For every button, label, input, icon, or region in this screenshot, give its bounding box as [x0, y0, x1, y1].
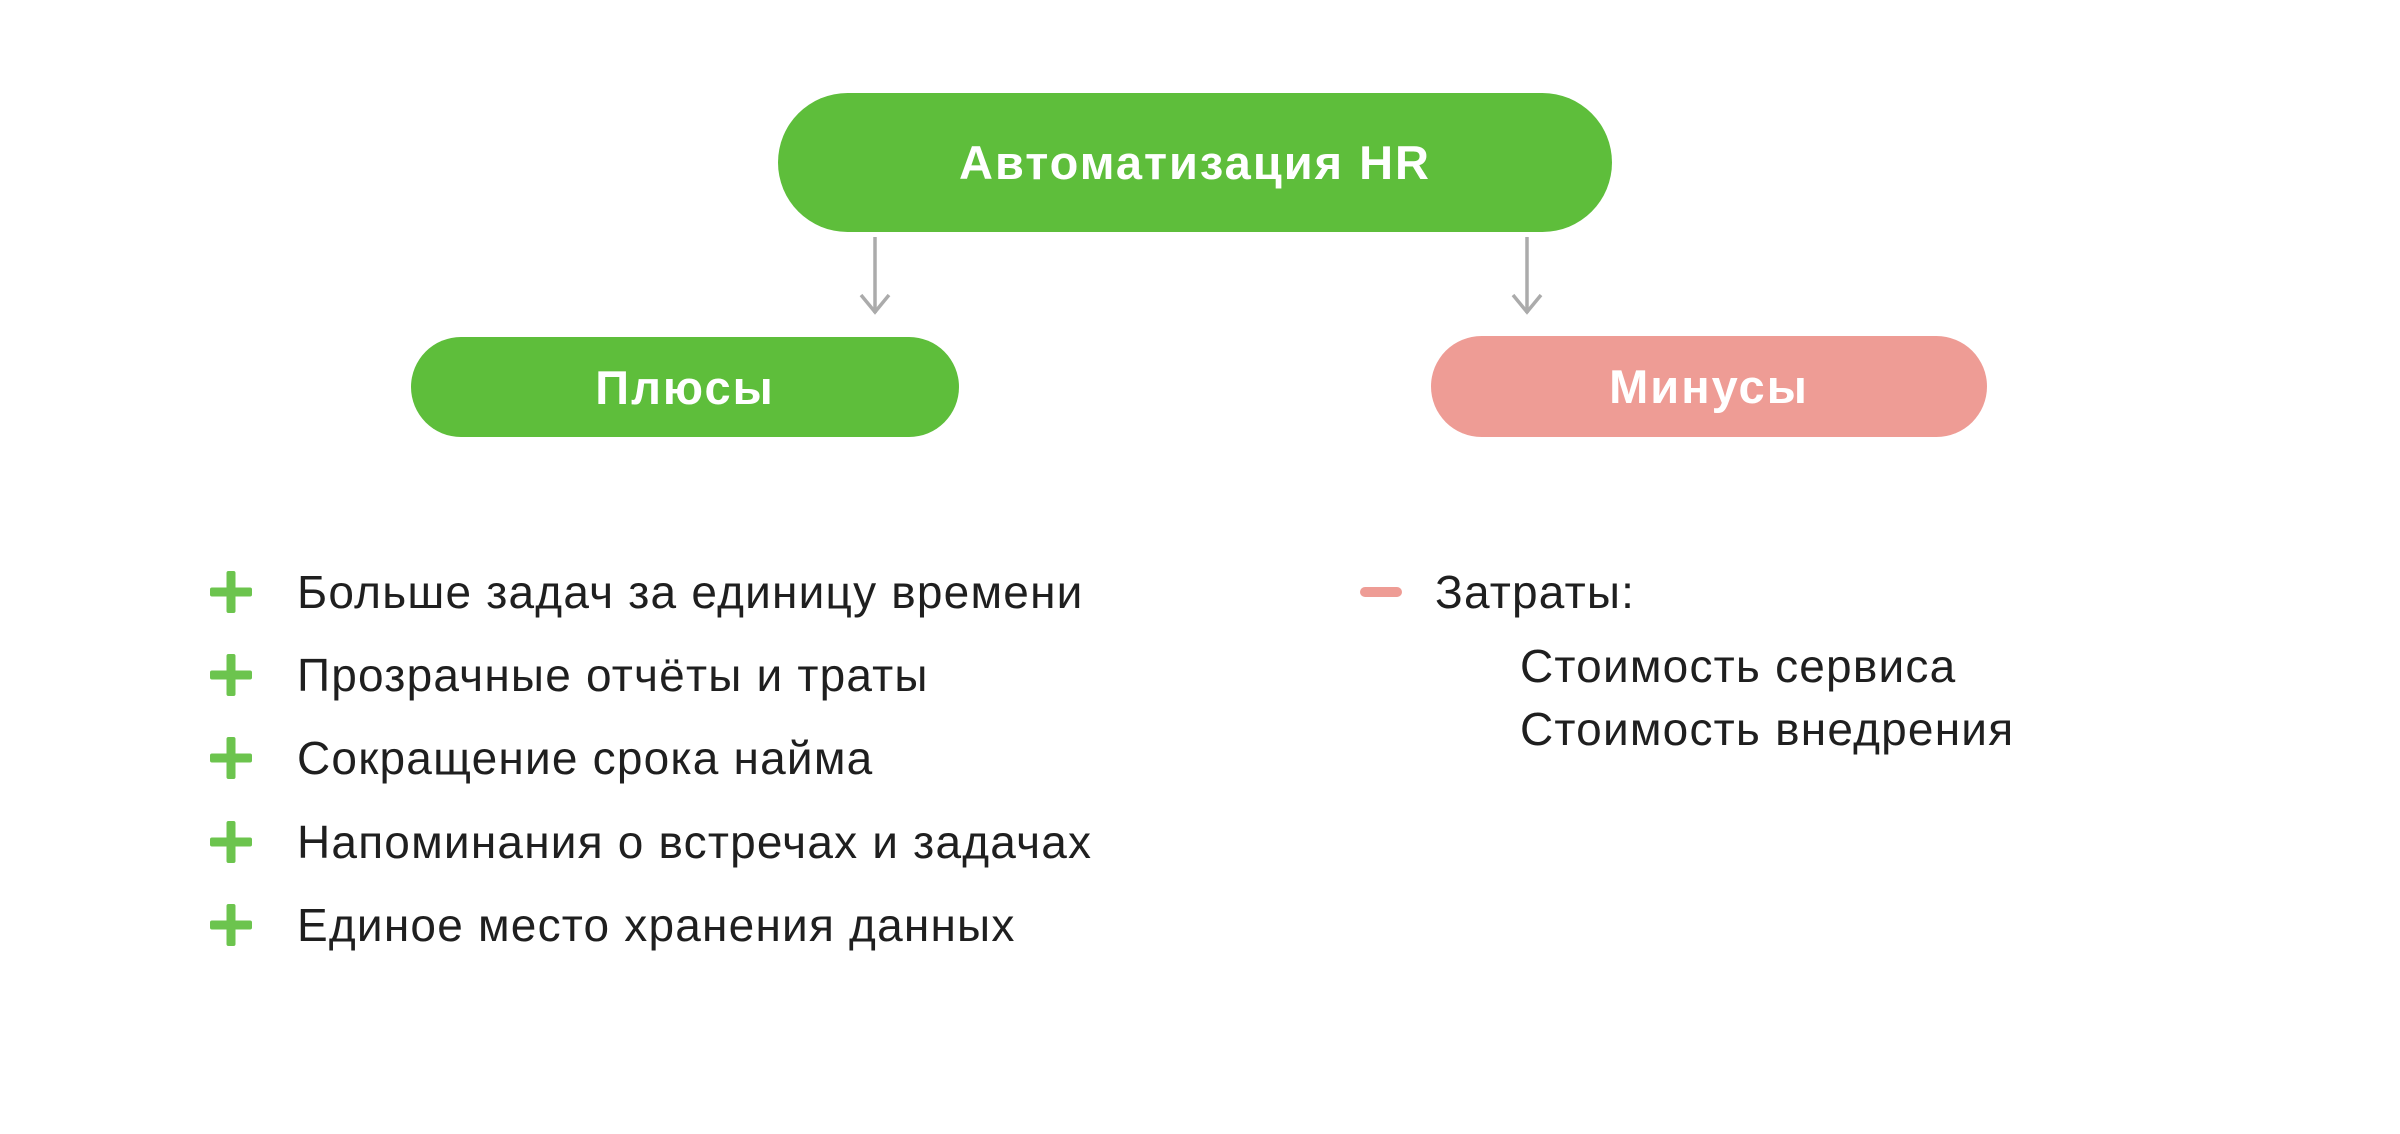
cons-sub-item: Стоимость внедрения — [1520, 702, 2014, 756]
cons-sub-item: Стоимость сервиса — [1520, 639, 1956, 693]
plus-icon — [210, 904, 252, 946]
pros-item-label: Единое место хранения данных — [297, 899, 1016, 951]
cons-list-item: Затраты: — [1360, 565, 1635, 619]
cons-sub-item-label: Стоимость сервиса — [1520, 640, 1957, 692]
arrow-down-icon — [1511, 237, 1543, 315]
pros-list-item: Единое место хранения данных — [210, 898, 1016, 952]
pros-list-item: Прозрачные отчёты и траты — [210, 648, 929, 702]
pros-node-label: Плюсы — [595, 360, 775, 414]
cons-node: Минусы — [1431, 336, 1987, 437]
pros-list-item: Больше задач за единицу времени — [210, 565, 1084, 619]
pros-node: Плюсы — [411, 337, 959, 437]
pros-item-label: Сокращение срока найма — [297, 732, 874, 784]
root-node: Автоматизация HR — [778, 93, 1612, 232]
cons-sub-item-label: Стоимость внедрения — [1520, 703, 2015, 755]
cons-node-label: Минусы — [1609, 360, 1809, 413]
plus-icon — [210, 654, 252, 696]
pros-list-item: Напоминания о встречах и задачах — [210, 815, 1092, 869]
plus-icon — [210, 571, 252, 613]
pros-list-item: Сокращение срока найма — [210, 731, 873, 785]
root-node-label: Автоматизация HR — [959, 136, 1431, 189]
pros-item-label: Напоминания о встречах и задачах — [297, 816, 1093, 868]
cons-item-label: Затраты: — [1435, 566, 1636, 618]
arrow-down-icon — [859, 237, 891, 315]
plus-icon — [210, 737, 252, 779]
plus-icon — [210, 821, 252, 863]
minus-icon — [1360, 587, 1402, 597]
pros-item-label: Больше задач за единицу времени — [297, 566, 1084, 618]
pros-item-label: Прозрачные отчёты и траты — [297, 649, 929, 701]
